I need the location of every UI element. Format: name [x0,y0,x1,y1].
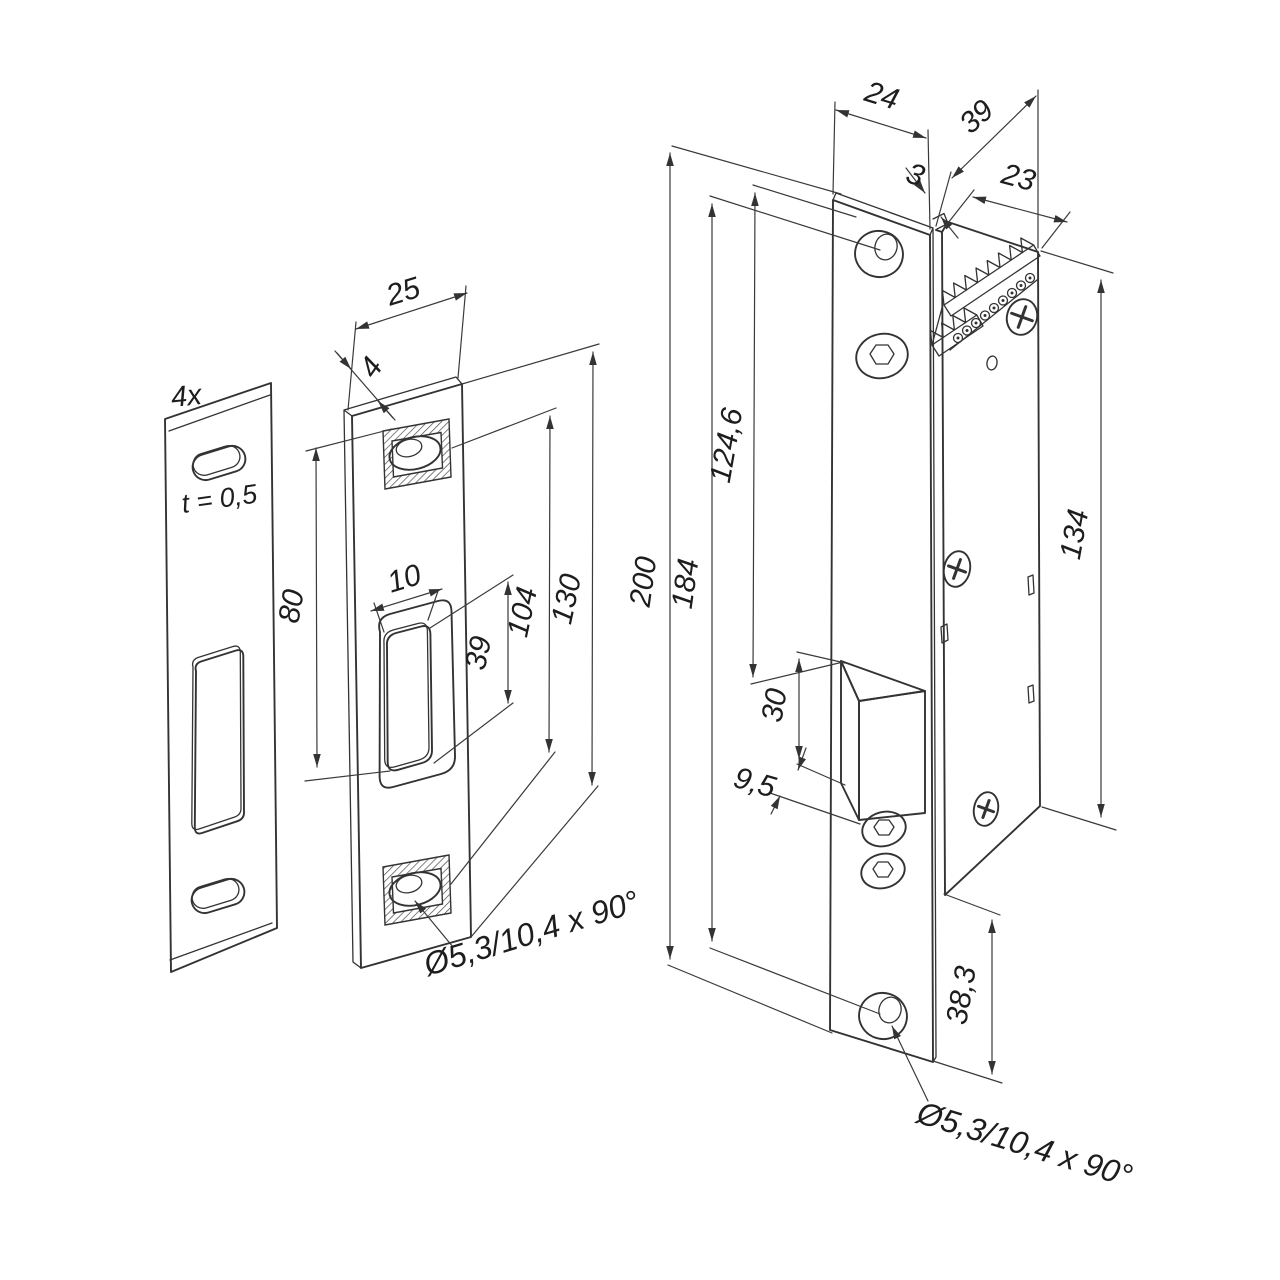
svg-text:Ø5,3/10,4 x 90°: Ø5,3/10,4 x 90° [419,883,644,983]
dim-strike-opening-width-10: 10 [370,558,443,633]
dim-bottom-distance-38-3: 38,3 [932,893,1003,1084]
svg-text:38,3: 38,3 [940,963,983,1027]
shim-thickness-label: t = 0,5 [180,479,260,519]
dim-body-width-23: 23 [943,157,1071,249]
strike-knurled-hole-bottom [382,854,452,926]
body-small-hole [986,355,998,371]
strike-latch-opening [378,599,456,789]
faceplate-countersunk-hole-bottom [858,991,908,1041]
shim-slot-bottom [190,877,246,915]
hex-screw-top [855,332,909,380]
shim-plate-outline [164,382,278,973]
svg-text:25: 25 [381,271,424,313]
lock-body [935,221,1041,896]
dim-hole-spacing-184: 184 [666,195,881,1015]
terminal-comb-upper [941,237,1035,306]
dim-strike-80: 80 [272,428,393,782]
shim-slot-bottom-inner-edge [191,878,240,909]
shim-slot-top [191,444,247,482]
electric-strike [829,192,1041,1063]
svg-text:4: 4 [353,351,390,384]
strike-knurled-hole-top [382,418,452,490]
body-slot-1 [1027,574,1035,596]
hex-screw-mid2 [860,852,906,890]
svg-text:30: 30 [755,686,793,725]
svg-text:184: 184 [666,557,706,611]
svg-text:23: 23 [997,157,1039,198]
electric-strike-dimensions: 24 39 3 23 200 184 [624,75,1137,1194]
svg-text:39: 39 [953,93,1000,140]
svg-text:10: 10 [383,558,425,599]
body-slot-2 [1027,684,1035,704]
svg-text:200: 200 [624,554,664,609]
phillips-screw-top [1005,298,1039,336]
dim-body-length-134: 134 [1040,250,1117,831]
svg-text:39: 39 [459,633,498,673]
shim-plate-top-edge [168,394,271,432]
shim-cutout-inner-edge [191,645,242,831]
svg-text:134: 134 [1054,507,1095,562]
svg-text:Ø5,3/10,4 x 90°: Ø5,3/10,4 x 90° [912,1094,1137,1194]
faceplate-countersunk-hole-top [854,229,904,279]
phillips-screw-bottom [972,791,1000,827]
body-outline [935,221,1041,896]
faceplate-edges [832,192,937,1063]
svg-text:130: 130 [545,571,588,627]
svg-text:3: 3 [902,157,929,194]
strike-plate-dimensions: 25 4 80 10 39 104 [272,271,643,983]
phillips-screw-mid [942,550,972,588]
shim-slot-top-inner-edge [192,445,241,476]
shim-quantity-label: 4x [169,379,204,414]
svg-text:9,5: 9,5 [730,761,779,804]
dim-faceplate-length-200: 200 [624,145,842,1034]
shim-cutout [193,649,245,835]
body-tab [940,623,949,644]
strike-plate [343,376,472,969]
keeper-wedge [840,660,926,821]
faceplate-outline [829,199,934,1063]
strike-plate-side-edges [343,376,463,969]
dim-strike-opening-height-39: 39 [429,574,514,764]
shim-plate-bottom-edge [169,922,273,961]
strike-body-countersink-note: Ø5,3/10,4 x 90° [891,1025,1137,1194]
svg-text:80: 80 [272,587,310,626]
hex-screw-mid1 [861,810,907,848]
terminal-block [929,237,1041,357]
svg-text:124,6: 124,6 [704,405,750,485]
dim-strike-width-25: 25 [347,271,468,411]
shim-plate: 4x t = 0,5 [164,379,278,973]
terminal-screws [952,272,1036,344]
dim-keeper-height-30: 30 [755,651,846,786]
svg-text:24: 24 [860,75,903,117]
